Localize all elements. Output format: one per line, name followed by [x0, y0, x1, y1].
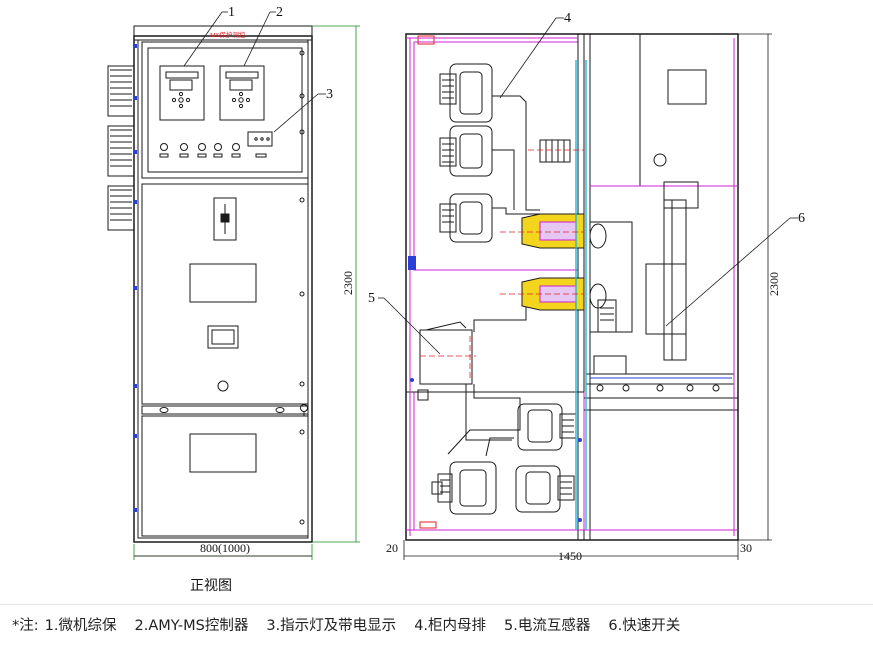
notes-caption: *注: 1.微机综保 2.AMY-MS控制器 3.指示灯及带电显示 4.柜内母排…	[0, 604, 873, 644]
callout-leaders	[183, 11, 798, 355]
view-title: 正视图	[190, 578, 232, 594]
front-dimension-lines	[133, 25, 360, 560]
switchgear-drawing: 1 2 3 4 5 6 MS保护测控 800(1000) 2300 2300 1…	[107, 5, 805, 594]
cable-gland	[107, 185, 135, 231]
callout-4: 4	[564, 11, 571, 26]
panel-brand-label: MS保护测控	[210, 30, 246, 39]
callout-6: 6	[798, 211, 805, 226]
insulator	[517, 403, 577, 451]
note-item: 6.快速开关	[608, 618, 681, 634]
note-item: 5.电流互感器	[504, 618, 591, 634]
notes-lead: *注:	[12, 618, 39, 634]
amy-controller	[219, 65, 265, 121]
side-right-offset-label: 30	[740, 541, 752, 555]
cable-gland	[107, 125, 135, 177]
front-width-label: 800(1000)	[200, 541, 250, 555]
insulator	[439, 193, 493, 243]
insulator	[515, 465, 575, 513]
side-dimension-lines	[403, 33, 772, 560]
callout-2: 2	[276, 5, 283, 20]
callout-1: 1	[228, 5, 235, 20]
hinge-markers	[134, 44, 137, 512]
note-item: 4.柜内母排	[414, 618, 487, 634]
side-left-offset-label: 20	[386, 541, 398, 555]
side-depth-label: 1450	[558, 549, 582, 563]
callout-3: 3	[326, 87, 333, 102]
side-view	[405, 33, 739, 541]
cable-gland	[107, 65, 135, 117]
note-item: 1.微机综保	[44, 618, 117, 634]
front-height-label: 2300	[341, 271, 355, 295]
insulator	[439, 63, 493, 123]
insulator	[437, 461, 497, 515]
side-height-label: 2300	[767, 272, 781, 296]
note-item: 3.指示灯及带电显示	[266, 618, 397, 634]
front-view	[107, 25, 313, 543]
insulator	[439, 125, 493, 177]
note-item: 2.AMY-MS控制器	[134, 618, 249, 634]
protection-relay	[159, 65, 205, 121]
live-indicator	[247, 131, 273, 147]
callout-5: 5	[368, 291, 375, 306]
side-cyan-lines	[575, 60, 587, 530]
